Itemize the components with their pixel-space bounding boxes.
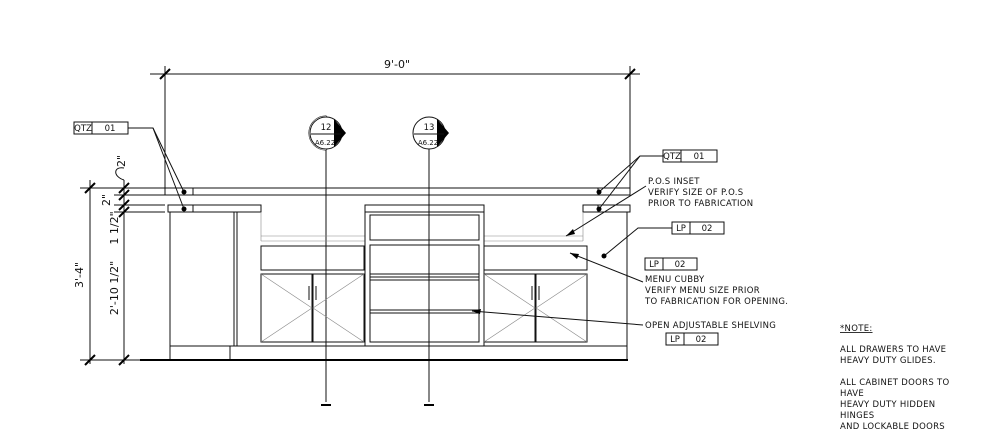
height-dimensions: 3'-4" 2'-10 1/2" 2" 2" 1 1/2" xyxy=(73,155,165,366)
tag-qtz-left: QTZ 01 xyxy=(73,121,187,212)
top-2b-label: 2" xyxy=(100,194,113,206)
tag-lp-bottom: LP 02 xyxy=(665,332,719,346)
svg-text:HEAVY DUTY GLIDES.: HEAVY DUTY GLIDES. xyxy=(840,356,936,366)
top-2a-label: 2" xyxy=(115,155,128,167)
svg-text:TO FABRICATION FOR OPENING.: TO FABRICATION FOR OPENING. xyxy=(644,297,788,307)
svg-text:01: 01 xyxy=(694,152,705,162)
svg-text:PRIOR TO FABRICATION: PRIOR TO FABRICATION xyxy=(648,199,753,209)
left-cabinet xyxy=(260,245,365,343)
overall-height-label: 3'-4" xyxy=(73,262,86,288)
overall-width-label: 9'-0" xyxy=(384,58,410,71)
notes-heading: *NOTE: xyxy=(840,324,873,334)
tag-lp-mid: LP 02 xyxy=(644,257,698,271)
callout-shelving: OPEN ADJUSTABLE SHELVING xyxy=(471,309,776,331)
section-marker-13: 13 A6.22 xyxy=(412,116,449,406)
general-notes: *NOTE: ALL DRAWERS TO HAVE HEAVY DUTY GL… xyxy=(840,324,950,432)
svg-text:HEAVY DUTY HIDDEN: HEAVY DUTY HIDDEN xyxy=(840,400,935,410)
svg-text:LP: LP xyxy=(649,260,659,270)
callout-pos-inset: P.O.S INSET VERIFY SIZE OF P.O.S PRIOR T… xyxy=(565,177,753,237)
countertop xyxy=(164,187,631,242)
svg-text:01: 01 xyxy=(105,124,116,134)
overall-width-dimension: 9'-0" xyxy=(150,58,640,190)
section-marker-12: 12 A6.22 xyxy=(308,115,346,406)
section-12-number: 12 xyxy=(321,123,332,133)
svg-text:AND LOCKABLE DOORS: AND LOCKABLE DOORS xyxy=(840,422,945,432)
section-13-number: 13 xyxy=(424,123,435,133)
svg-text:ALL DRAWERS TO HAVE: ALL DRAWERS TO HAVE xyxy=(840,345,946,355)
svg-text:OPEN ADJUSTABLE SHELVING: OPEN ADJUSTABLE SHELVING xyxy=(645,321,776,331)
svg-text:VERIFY SIZE OF P.O.S: VERIFY SIZE OF P.O.S xyxy=(648,188,743,198)
svg-text:VERIFY MENU SIZE PRIOR: VERIFY MENU SIZE PRIOR xyxy=(645,286,760,296)
svg-text:02: 02 xyxy=(702,224,713,234)
svg-text:ALL CABINET DOORS TO: ALL CABINET DOORS TO xyxy=(840,378,950,388)
callout-menu-cubby: MENU CUBBY VERIFY MENU SIZE PRIOR TO FAB… xyxy=(569,252,788,307)
center-drawer-stack xyxy=(364,212,485,346)
section-12-sheet: A6.22 xyxy=(315,139,335,147)
svg-text:LP: LP xyxy=(676,224,686,234)
svg-text:02: 02 xyxy=(696,335,707,345)
svg-text:LP: LP xyxy=(670,335,680,345)
svg-text:HINGES: HINGES xyxy=(840,411,874,421)
svg-text:02: 02 xyxy=(675,260,686,270)
svg-text:MENU CUBBY: MENU CUBBY xyxy=(645,275,705,285)
tag-lp-top: LP 02 xyxy=(601,221,725,259)
top-1-5-label: 1 1/2" xyxy=(108,211,121,244)
right-cabinet xyxy=(483,245,588,343)
svg-text:QTZ: QTZ xyxy=(74,124,92,134)
section-13-sheet: A6.22 xyxy=(418,139,438,147)
svg-text:QTZ: QTZ xyxy=(663,152,681,162)
cabinet-body xyxy=(140,212,628,361)
counter-height-label: 2'-10 1/2" xyxy=(108,261,121,315)
svg-text:P.O.S INSET: P.O.S INSET xyxy=(648,177,700,187)
svg-text:HAVE: HAVE xyxy=(840,389,864,399)
tag-qtz-right: QTZ 01 xyxy=(596,149,718,212)
